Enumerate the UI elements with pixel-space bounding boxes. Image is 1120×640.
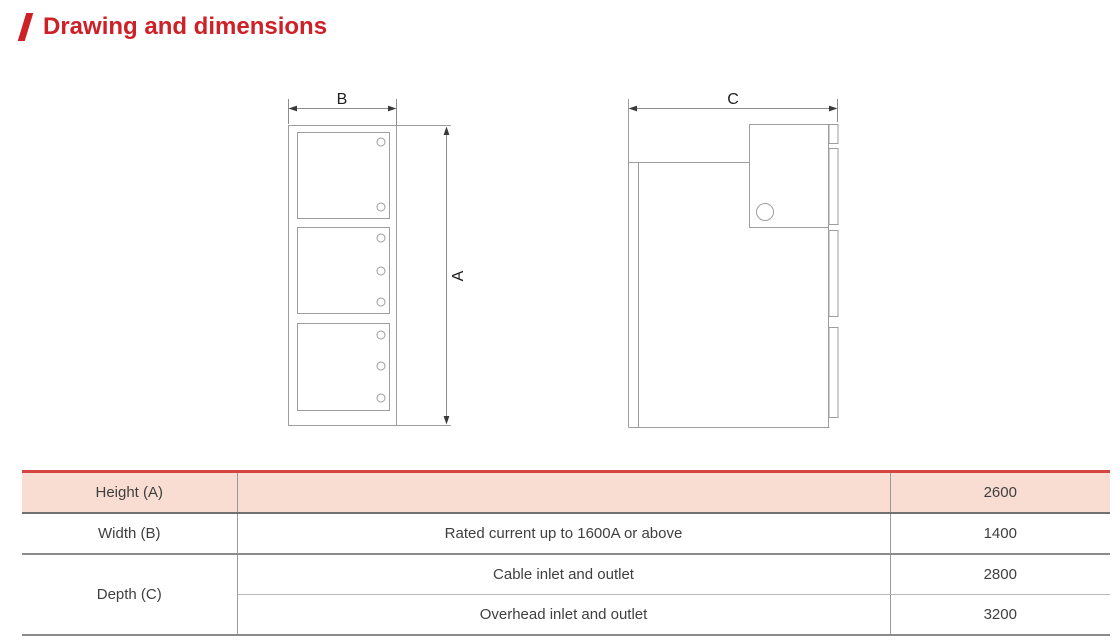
table-row-height: Height (A) 2600 bbox=[22, 471, 1110, 514]
table-row-depth-cable: Depth (C) Cable inlet and outlet 2800 bbox=[22, 554, 1110, 636]
arrow-right-icon bbox=[829, 105, 838, 112]
door-panel-bottom bbox=[297, 323, 390, 411]
rear-panel-segment bbox=[828, 327, 839, 418]
table-row-width: Width (B) Rated current up to 1600A or a… bbox=[22, 513, 1110, 555]
cabinet-outline bbox=[288, 125, 397, 426]
door-panel-middle bbox=[297, 227, 390, 314]
param-cell: Height (A) bbox=[22, 471, 238, 514]
condition-cell: Rated current up to 1600A or above bbox=[237, 513, 891, 555]
param-cell: Width (B) bbox=[22, 513, 238, 555]
value-cell: 3200 bbox=[890, 594, 1110, 636]
slash-icon bbox=[17, 13, 34, 41]
value-cell: 2600 bbox=[890, 471, 1110, 514]
door-hole bbox=[376, 297, 386, 307]
arrow-up-icon bbox=[443, 126, 450, 135]
arrow-left-icon bbox=[628, 105, 637, 112]
arrow-down-icon bbox=[443, 416, 450, 425]
technical-drawing: B A bbox=[288, 91, 839, 428]
dimension-label-b: B bbox=[337, 91, 348, 108]
rear-panel-segment bbox=[828, 124, 839, 144]
door-hole bbox=[376, 202, 386, 212]
page-title: Drawing and dimensions bbox=[43, 13, 328, 40]
value-cell: 2800 bbox=[890, 554, 1110, 595]
front-view-drawing: B A bbox=[288, 91, 467, 426]
door-hole bbox=[376, 393, 386, 403]
side-view-drawing: C bbox=[628, 91, 839, 428]
door-hole bbox=[376, 233, 386, 243]
condition-cell: Cable inlet and outlet bbox=[237, 554, 891, 595]
rear-panel-segment bbox=[828, 148, 839, 225]
door-panel-top bbox=[297, 132, 390, 219]
section-header: Drawing and dimensions bbox=[17, 13, 328, 41]
arrow-left-icon bbox=[288, 105, 297, 112]
rear-panel-segment bbox=[828, 230, 839, 317]
dimension-label-a: A bbox=[450, 270, 467, 281]
condition-cell: Overhead inlet and outlet bbox=[237, 594, 891, 636]
door-hole bbox=[376, 330, 386, 340]
dimensions-table: Height (A) 2600 Width (B) Rated current … bbox=[22, 470, 1110, 636]
value-cell: 1400 bbox=[890, 513, 1110, 555]
table-row-depth-overhead: Overhead inlet and outlet 3200 bbox=[22, 594, 1110, 636]
condition-cell bbox=[237, 471, 891, 514]
dimension-label-c: C bbox=[727, 91, 739, 108]
door-hole bbox=[376, 361, 386, 371]
param-cell: Depth (C) bbox=[22, 554, 238, 636]
door-hole bbox=[376, 137, 386, 147]
arrow-right-icon bbox=[388, 105, 397, 112]
handle-hole bbox=[756, 203, 774, 221]
door-hole bbox=[376, 266, 386, 276]
